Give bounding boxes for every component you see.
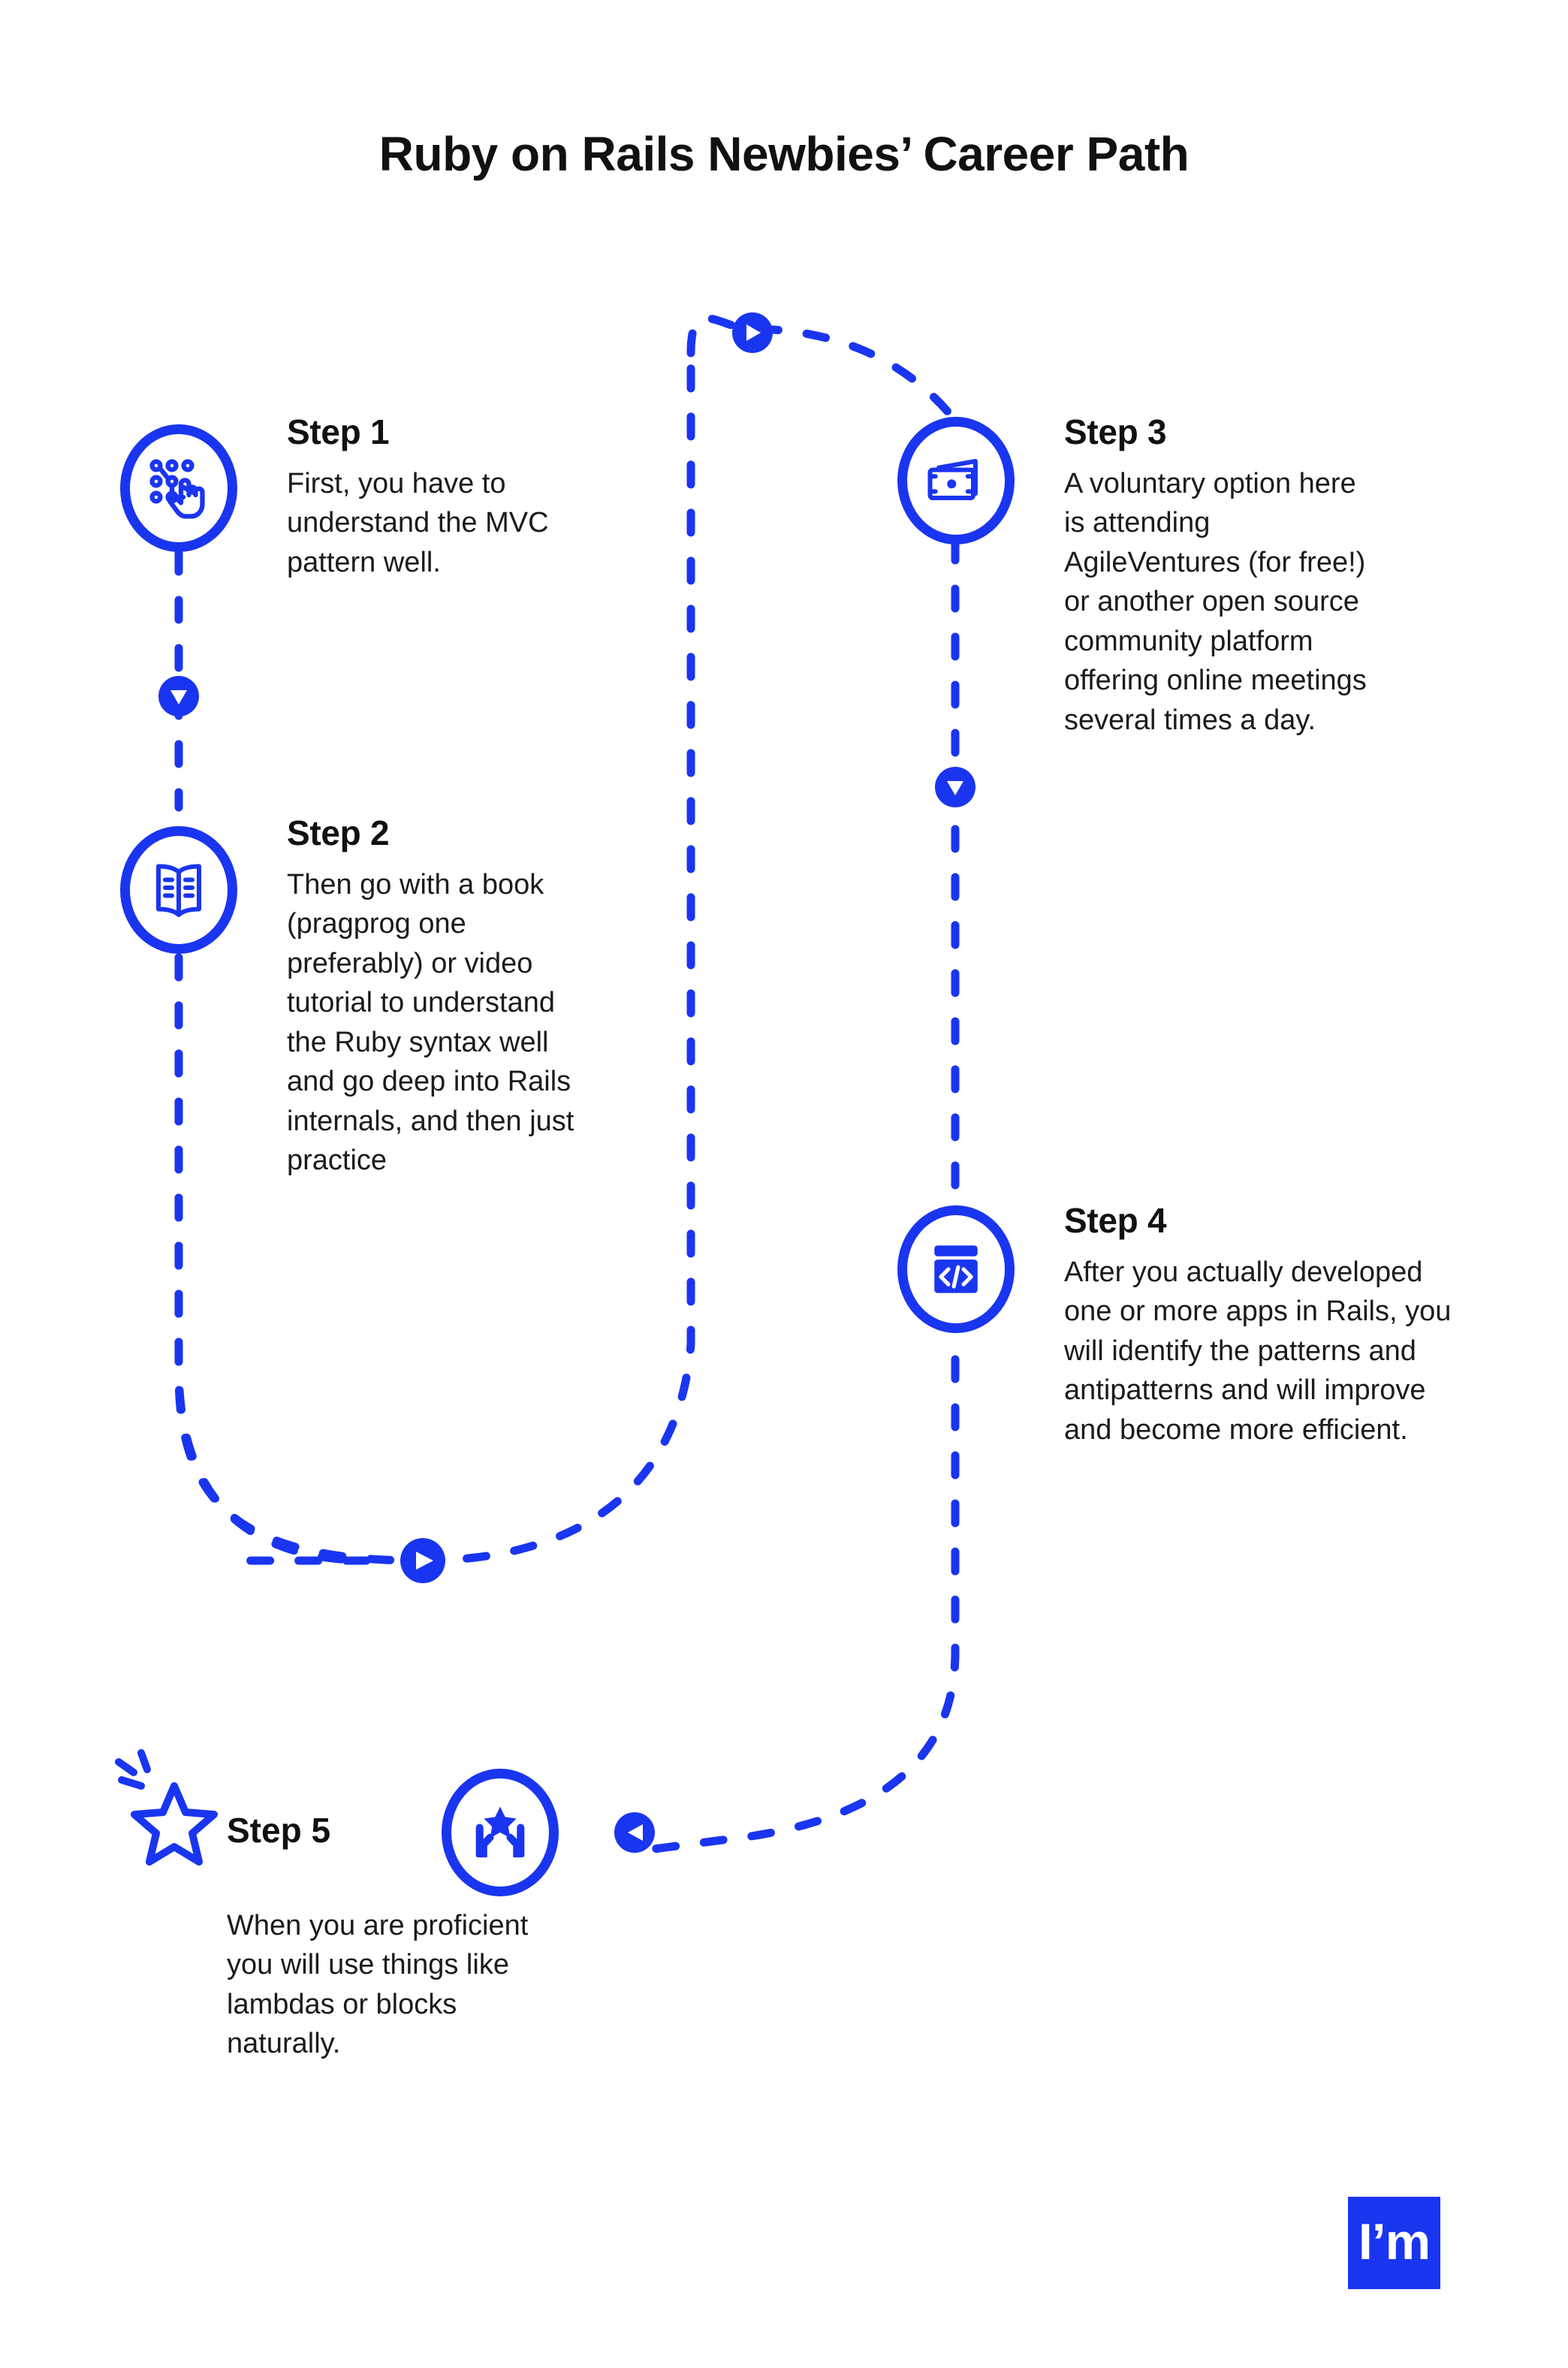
step-2-text-block: Step 2 Then go with a book (pragprog one… [287, 813, 587, 1181]
open-book-icon [143, 854, 215, 926]
page-title: Ruby on Rails Newbies’ Career Path [378, 127, 1190, 181]
step-2-heading: Step 2 [287, 813, 390, 852]
path-segment-top-curve [686, 314, 960, 425]
step-2-icon-circle[interactable] [120, 826, 237, 954]
step-3-text-block: Step 3 A voluntary option here is attend… [1064, 412, 1372, 740]
code-window-icon [921, 1235, 991, 1304]
path-segment-step4-step5 [649, 1355, 960, 1854]
marker-left-down-icon [158, 676, 199, 716]
step-5-icon-circle[interactable] [442, 1769, 559, 1896]
pattern-lock-touch-icon [143, 452, 215, 524]
brand-logo[interactable]: I’m [1348, 2197, 1440, 2289]
marker-top-right-icon [732, 312, 773, 353]
marker-bottom-uturn-icon [400, 1538, 445, 1583]
step-3-body: A voluntary option here is attending Agi… [1064, 468, 1367, 736]
brand-logo-text: I’m [1358, 2213, 1431, 2270]
step-5-text-block: When you are proficient you will use thi… [227, 1906, 550, 2064]
step-5-heading: Step 5 [227, 1811, 331, 1850]
step-1-icon-circle[interactable] [120, 424, 237, 552]
step-4-body: After you actually developed one or more… [1064, 1256, 1452, 1446]
step-3-icon-circle[interactable] [897, 417, 1015, 544]
hands-holding-star-icon [466, 1798, 535, 1867]
step-2-body: Then go with a book (pragprog one prefer… [287, 869, 574, 1177]
step-3-heading: Step 3 [1064, 412, 1167, 451]
step-4-text-block: Step 4 After you actually developed one … [1064, 1200, 1455, 1449]
step-1-text-block: Step 1 First, you have to understand the… [287, 412, 602, 582]
banknotes-money-icon [921, 446, 991, 515]
step-1-body: First, you have to understand the MVC pa… [287, 468, 549, 578]
sparkle-star-icon [105, 1741, 225, 1869]
marker-final-left-icon [614, 1812, 655, 1853]
step-4-icon-circle[interactable] [897, 1205, 1015, 1333]
marker-right-down-icon [935, 767, 975, 807]
step-4-heading: Step 4 [1064, 1201, 1167, 1240]
step-1-heading: Step 1 [287, 412, 390, 451]
step-5-body: When you are proficient you will use thi… [227, 1910, 529, 2060]
